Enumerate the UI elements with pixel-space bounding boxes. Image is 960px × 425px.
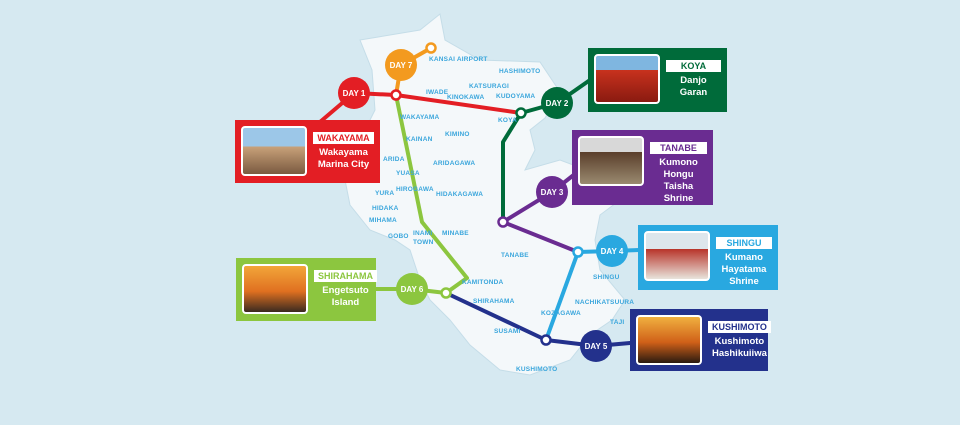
place-label: HIROGAWA [396, 186, 434, 193]
place-label: KANSAI AIRPORT [429, 56, 488, 63]
place-label: IWADE [426, 89, 449, 96]
place-label: ARIDA [383, 156, 405, 163]
place-label: KAINAN [406, 136, 433, 143]
junction-node [497, 216, 509, 228]
junction-node [572, 246, 584, 258]
place-label: ARIDAGAWA [433, 160, 476, 167]
place-label: SHIRAHAMA [473, 298, 515, 305]
day-5-marker: DAY 5 [580, 330, 612, 362]
day-4-marker: DAY 4 [596, 235, 628, 267]
koya-node [515, 107, 527, 119]
place-label: KAMITONDA [462, 279, 504, 286]
place-label: NACHIKATSUURA [575, 299, 635, 306]
hashikuiiwa-photo [636, 315, 702, 365]
junction-node [440, 287, 452, 299]
place-label: HIDAKA [372, 205, 399, 212]
place-label: KUDOYAMA [496, 93, 536, 100]
junction-node [390, 89, 402, 101]
place-label: INAMI [413, 230, 433, 237]
place-label: YURA [375, 190, 395, 197]
place-label: SHINGU [593, 274, 620, 281]
place-label: TAJI [610, 319, 625, 326]
place-label: HIDAKAGAWA [436, 191, 484, 198]
hayatama-shrine-photo [644, 231, 710, 281]
place-label: HASHIMOTO [499, 68, 541, 75]
place-label: MINABE [442, 230, 469, 237]
day-2-marker: DAY 2 [541, 87, 573, 119]
card-tag: SHIRAHAMA [314, 270, 377, 282]
marina-city-photo [241, 126, 307, 176]
place-label: KOYA [498, 117, 517, 124]
place-label: KATSURAGI [469, 83, 509, 90]
day-1-marker: DAY 1 [338, 77, 370, 109]
place-label: KOZAGAWA [541, 310, 581, 317]
card-tag: KUSHIMOTO [708, 321, 771, 333]
place-label: YUASA [396, 170, 420, 177]
danjo-garan-photo [594, 54, 660, 104]
day-6-marker: DAY 6 [396, 273, 428, 305]
route-day1 [318, 91, 523, 124]
place-label: MIHAMA [369, 217, 397, 224]
place-label: KINOKAWA [447, 94, 485, 101]
route-day5 [444, 291, 632, 348]
card-tag: KOYA [666, 60, 721, 72]
day-3-marker: DAY 3 [536, 176, 568, 208]
place-label: KIMINO [445, 131, 470, 138]
card-tag: TANABE [650, 142, 707, 154]
card-tag: SHINGU [716, 237, 772, 249]
place-label: GOBO [388, 233, 409, 240]
place-label: KUSHIMOTO [516, 366, 558, 373]
place-label: SUSAMI [494, 328, 521, 335]
hongu-taisha-photo [578, 136, 644, 186]
card-tag: WAKAYAMA [313, 132, 374, 144]
airport-node [425, 42, 437, 54]
place-label: WAKAYAMA [400, 114, 440, 121]
day-7-marker: DAY 7 [385, 49, 417, 81]
engetsuto-photo [242, 264, 308, 314]
place-label: TOWN [413, 239, 434, 246]
place-label: TANABE [501, 252, 529, 259]
junction-node [540, 334, 552, 346]
